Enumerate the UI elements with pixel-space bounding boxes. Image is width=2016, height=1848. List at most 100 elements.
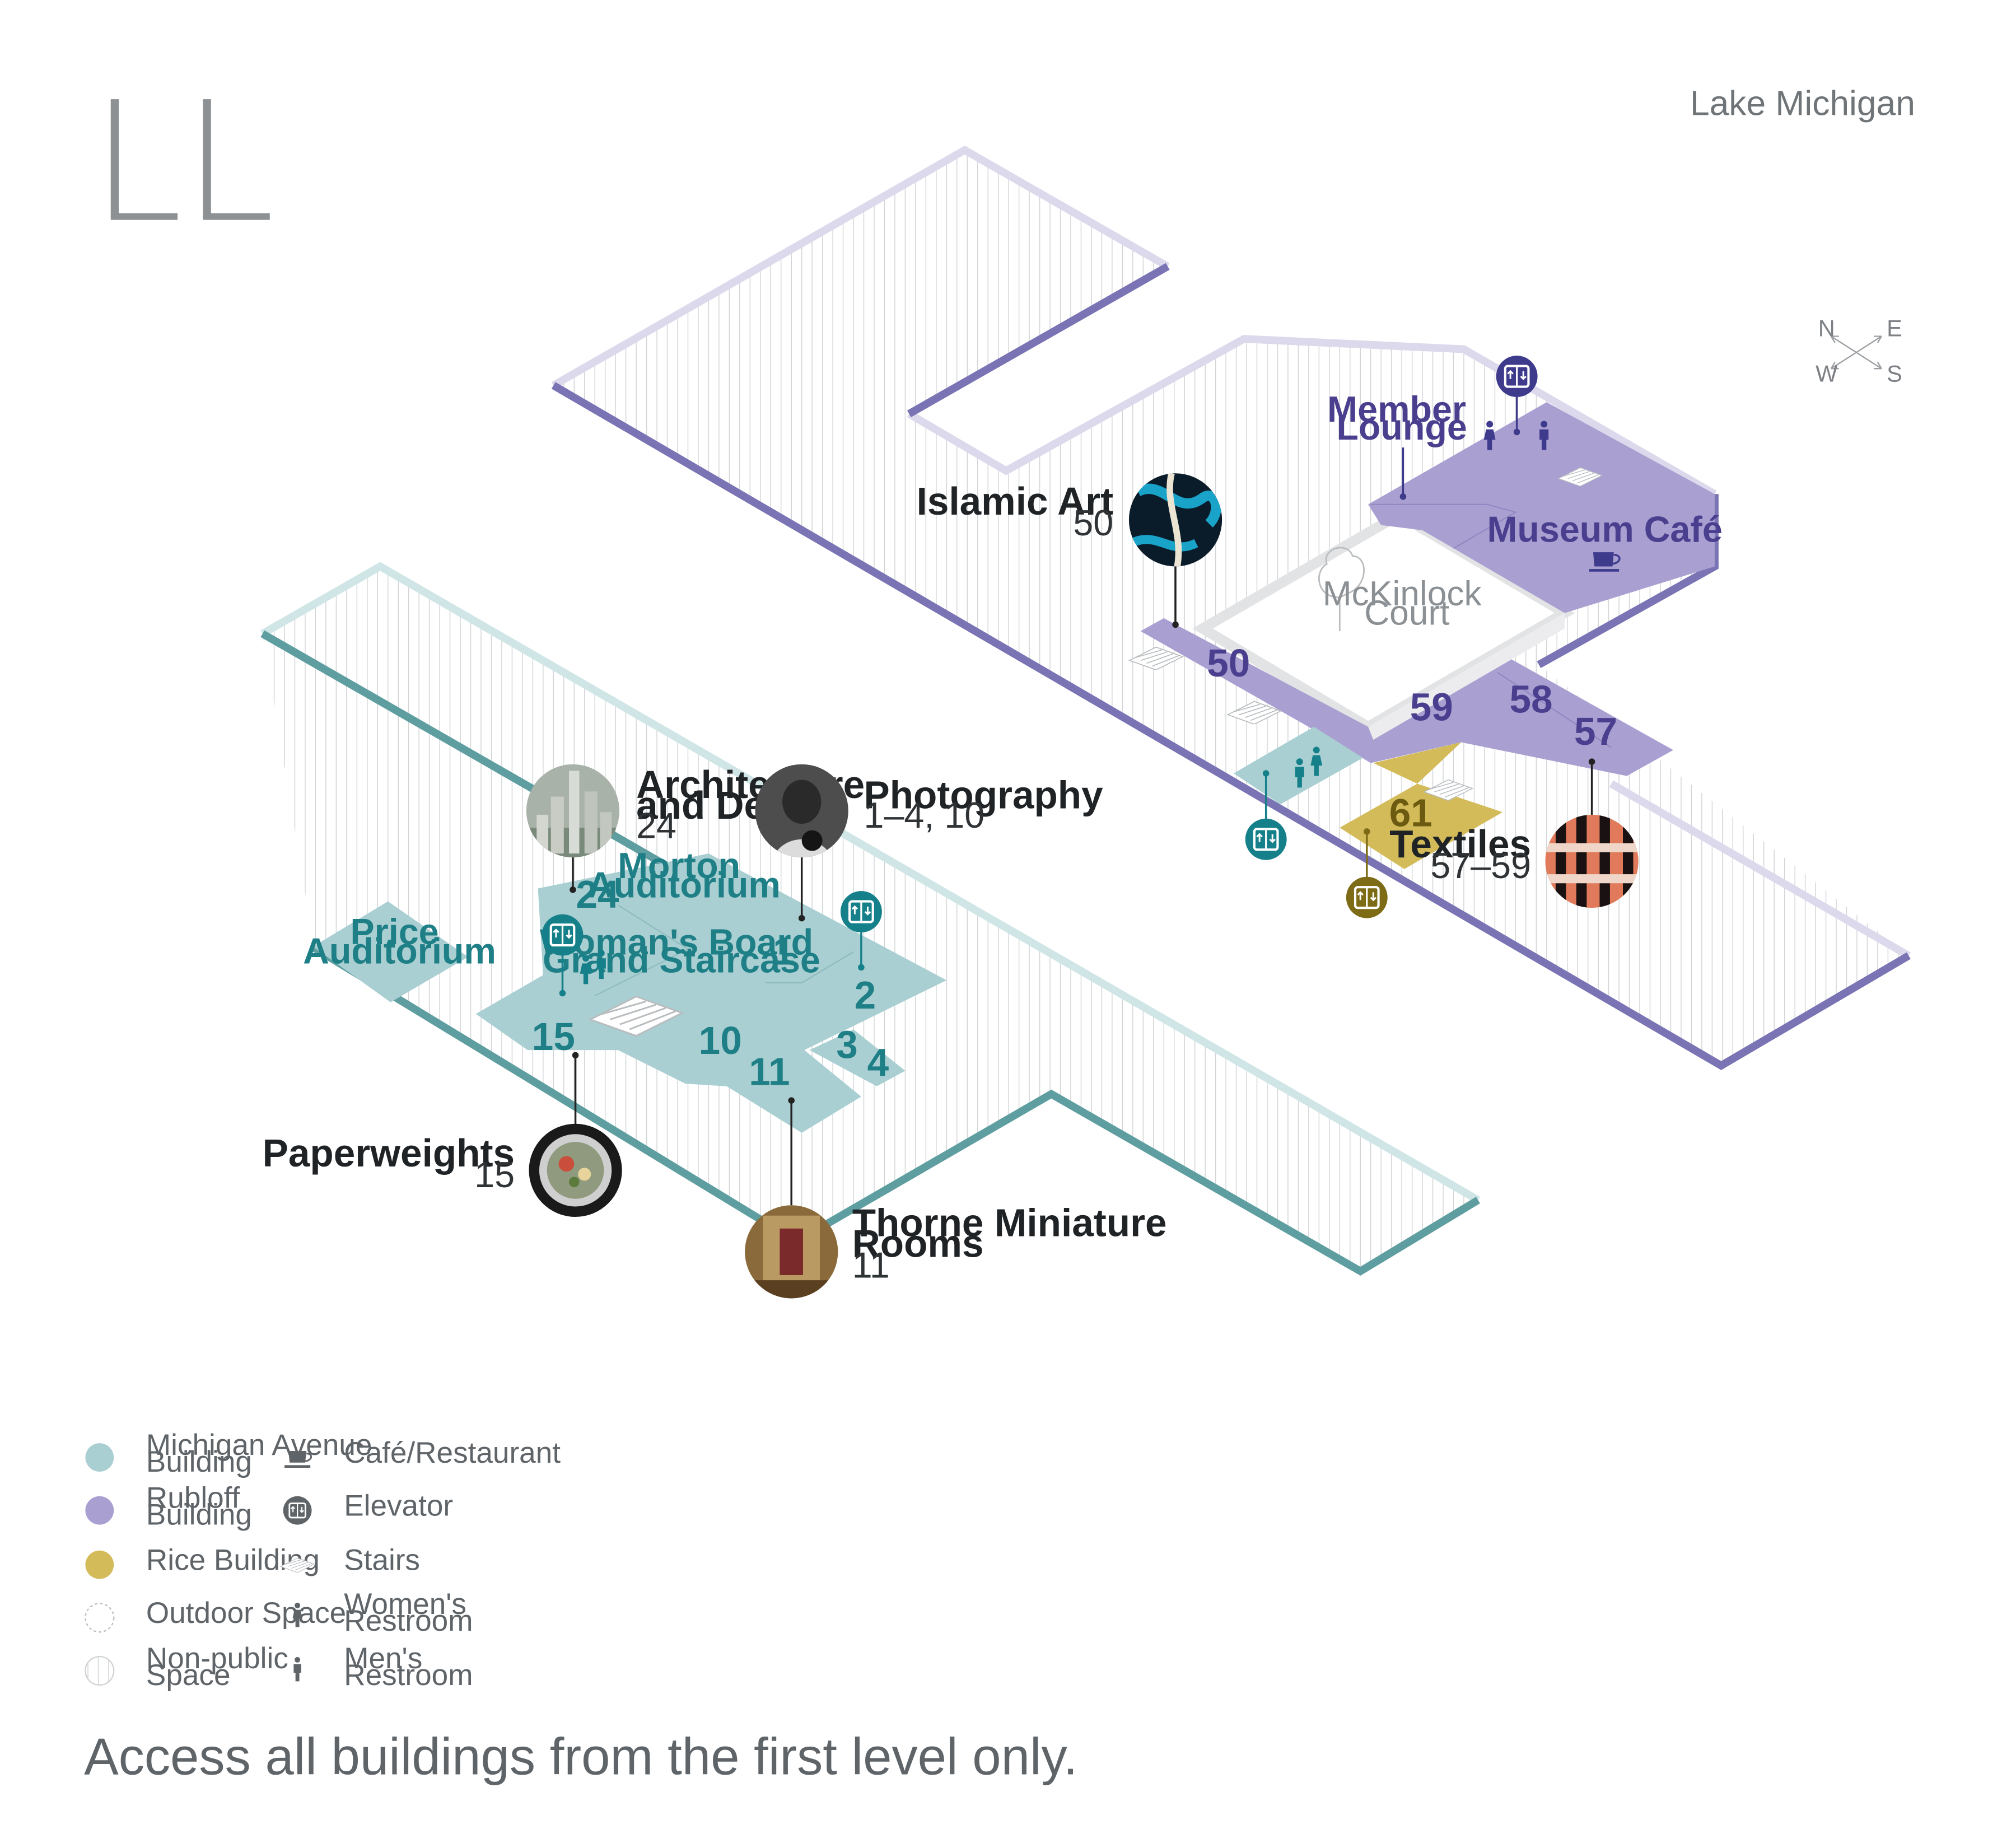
museum-cafe-label: Museum Café — [1487, 509, 1723, 550]
morton-line1: Morton — [618, 845, 740, 886]
islamic-title: Islamic Art — [917, 479, 1114, 523]
legend-stairs: Stairs — [344, 1543, 420, 1576]
room-1: 1 — [773, 930, 795, 973]
room-50: 50 — [1207, 641, 1250, 685]
room-58: 58 — [1510, 677, 1553, 721]
legend-nonpublic: Non-public Space — [146, 1642, 297, 1692]
room-59: 59 — [1410, 685, 1453, 729]
legend-1-line1: Rubloff — [146, 1482, 240, 1515]
legend-rice: Rice Building — [146, 1543, 320, 1576]
photography-title: Photography — [864, 773, 1104, 816]
exhibit-islamic[interactable]: Islamic Art 50 — [917, 471, 1230, 628]
morton-line2: Auditorium — [587, 865, 781, 906]
elevator-marker-michigan-2[interactable] — [840, 891, 882, 971]
thorne-line1: Thorne Miniature — [852, 1201, 1167, 1245]
legend-rubloff: Rubloff Building — [146, 1482, 252, 1532]
michigan-building-areas — [312, 853, 947, 1133]
legend-1-line2: Building — [146, 1499, 252, 1532]
room-3: 3 — [836, 1023, 858, 1066]
portrait-photo-thumbnail — [755, 764, 848, 858]
coffee-cup-icon — [1589, 552, 1621, 572]
thorne-line2: Rooms — [852, 1222, 984, 1266]
lounge-line1: Member — [1327, 389, 1466, 430]
room-24: 24 — [576, 872, 619, 916]
compass-e: E — [1887, 315, 1902, 341]
photography-rooms: 1–4, 10 — [864, 795, 985, 836]
room-61: 61 — [1389, 791, 1432, 835]
legend-elevator: Elevator — [344, 1489, 453, 1522]
textiles-rooms: 57–59 — [1430, 845, 1531, 886]
compass-icon: N E W S — [1816, 315, 1902, 386]
islamic-tile-thumbnail — [1128, 473, 1222, 567]
room-4: 4 — [867, 1040, 889, 1084]
level-title: LL — [91, 67, 275, 259]
room-57: 57 — [1574, 710, 1617, 753]
lake-michigan-label: Lake Michigan — [1690, 85, 1915, 123]
mckinlock-line1: McKinlock — [1323, 575, 1482, 613]
member-lounge-label: Member Lounge — [1327, 389, 1476, 447]
rice-building-link — [1373, 742, 1462, 784]
room-11: 11 — [749, 1049, 790, 1093]
rubloff-building-areas — [1140, 402, 1715, 776]
price-auditorium-label: Price Auditorium — [303, 911, 496, 972]
miniature-room-thumbnail — [745, 1205, 838, 1299]
legend: Michigan Avenue Building Rubloff Buildin… — [85, 1429, 561, 1692]
paperweight-thumbnail — [529, 1123, 622, 1217]
mckinlock-court-label: McKinlock Court — [1323, 575, 1491, 633]
elevator-marker-annex[interactable] — [1245, 770, 1287, 860]
legend-9-line2: Restroom — [344, 1659, 473, 1692]
legend-9-line1: Men's — [344, 1642, 422, 1675]
skyscraper-thumbnail — [526, 764, 620, 858]
legend-4-line2: Space — [146, 1659, 231, 1692]
legend-coffee-cup-icon — [284, 1450, 312, 1468]
exhibit-textiles[interactable]: Textiles 57–59 — [1389, 758, 1646, 916]
legend-outdoor: Outdoor Space — [146, 1597, 346, 1630]
morton-auditorium-label: Morton Auditorium — [587, 845, 781, 906]
paperweights-rooms: 15 — [474, 1154, 515, 1195]
islamic-rooms: 50 — [1073, 502, 1113, 543]
paperweights-title: Paperweights — [263, 1131, 515, 1175]
exhibit-thorne[interactable]: Thorne Miniature Rooms 11 — [742, 1097, 1177, 1306]
member-lounge-pointer-dot — [1399, 493, 1407, 500]
room-15: 15 — [532, 1015, 575, 1058]
legend-0-line2: Building — [146, 1445, 252, 1478]
legend-mens: Men's Restroom — [344, 1642, 473, 1692]
tree-icon — [1318, 547, 1365, 631]
lounge-line2: Lounge — [1336, 407, 1467, 447]
legend-michigan-avenue: Michigan Avenue Building — [146, 1429, 380, 1478]
rice-building-area — [1340, 783, 1503, 869]
michigan-room-numbers: 24 1 2 3 4 10 11 15 — [532, 872, 889, 1093]
compass-s: S — [1887, 360, 1902, 386]
legend-4-line1: Non-public — [146, 1642, 288, 1675]
rubloff-room-numbers: 50 59 58 57 — [1207, 641, 1617, 753]
gold-swatch — [85, 1550, 114, 1579]
legend-womens: Women's Restroom — [344, 1588, 474, 1637]
room-10: 10 — [699, 1019, 742, 1062]
architecture-rooms: 24 — [636, 805, 676, 846]
dotted-circle-icon — [85, 1603, 115, 1633]
compass-w: W — [1816, 360, 1838, 386]
thorne-rooms: 11 — [852, 1245, 890, 1286]
mckinlock-line2: Court — [1364, 594, 1449, 632]
room-2: 2 — [855, 973, 876, 1017]
legend-8-line1: Women's — [344, 1588, 466, 1621]
footer-note: Access all buildings from the first leve… — [84, 1727, 1077, 1785]
elevator-marker-rubloff[interactable] — [1496, 356, 1538, 436]
textile-thumbnail — [1545, 814, 1639, 908]
legend-8-line2: Restroom — [344, 1604, 473, 1637]
exhibit-paperweights[interactable]: Paperweights 15 — [263, 1052, 627, 1222]
legend-0-line1: Michigan Avenue — [146, 1429, 372, 1462]
price-line1: Price — [350, 911, 438, 952]
elevator-marker-rice[interactable] — [1346, 828, 1388, 918]
textiles-title: Textiles — [1389, 822, 1531, 866]
legend-cafe: Café/Restaurant — [344, 1436, 561, 1469]
exhibit-photography[interactable]: Photography 1–4, 10 — [753, 763, 1103, 922]
hatched-circle-icon — [85, 1655, 115, 1686]
elevator-marker-michigan-1[interactable] — [542, 914, 584, 997]
price-line2: Auditorium — [303, 930, 496, 971]
teal-swatch — [85, 1443, 114, 1472]
legend-elevator-icon — [283, 1496, 312, 1525]
compass-n: N — [1818, 315, 1835, 341]
purple-swatch — [85, 1496, 114, 1525]
